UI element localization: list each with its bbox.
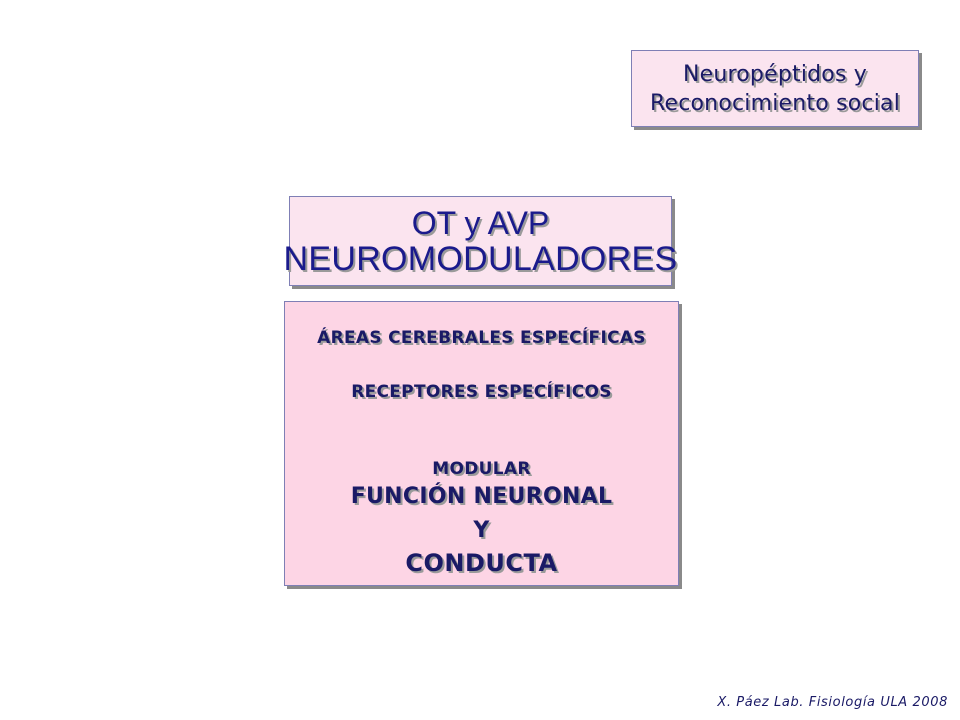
areas-cerebrales-text: ÁREAS CEREBRALES ESPECÍFICAS [317, 328, 646, 348]
title-box: Neuropéptidos y Reconocimiento social [631, 50, 919, 127]
receptores-text: RECEPTORES ESPECÍFICOS [351, 382, 612, 402]
header-box: OT y AVP NEUROMODULADORES [284, 196, 677, 286]
conducta-text: CONDUCTA [405, 549, 558, 577]
title-line-1: Neuropéptidos y [682, 61, 868, 87]
title-line-2: Reconocimiento social [649, 90, 901, 116]
modular-text: MODULAR [432, 459, 531, 479]
footer-credit: X. Páez Lab. Fisiología ULA 2008 [717, 695, 948, 710]
main-content-box [284, 301, 679, 586]
funcion-neuronal-text: FUNCIÓN NEURONAL [350, 484, 613, 509]
header-line-1: OT y AVP [411, 205, 550, 241]
header-line-2: NEUROMODULADORES [283, 240, 678, 278]
y-conjunction-text: Y [473, 518, 490, 543]
